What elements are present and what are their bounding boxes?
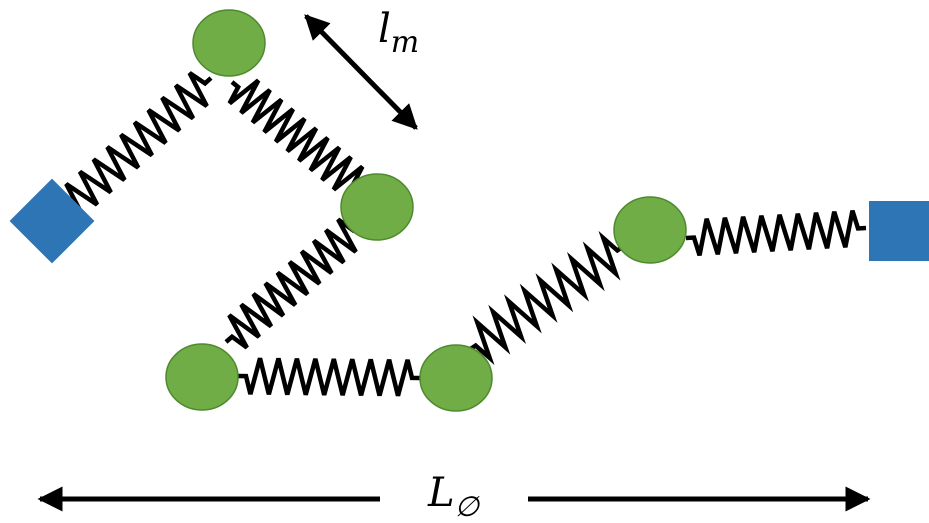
springs <box>60 71 867 397</box>
monomer-length-arrow <box>304 14 418 130</box>
spring-5 <box>467 230 626 366</box>
spring-1 <box>60 71 213 219</box>
spring-4 <box>237 357 421 397</box>
right-anchor <box>869 201 929 261</box>
spring-3 <box>224 217 361 350</box>
left-anchor <box>9 178 95 264</box>
monomer-length-label: lm <box>378 6 419 60</box>
end-to-end-label: L∅ <box>427 470 481 523</box>
bead-5 <box>613 196 687 264</box>
bead-2 <box>340 173 414 241</box>
bead-3 <box>165 343 239 411</box>
beads <box>165 9 687 412</box>
spring-2 <box>227 78 365 192</box>
spring-6 <box>685 210 867 256</box>
bead-4 <box>419 344 493 412</box>
bead-1 <box>192 9 266 77</box>
